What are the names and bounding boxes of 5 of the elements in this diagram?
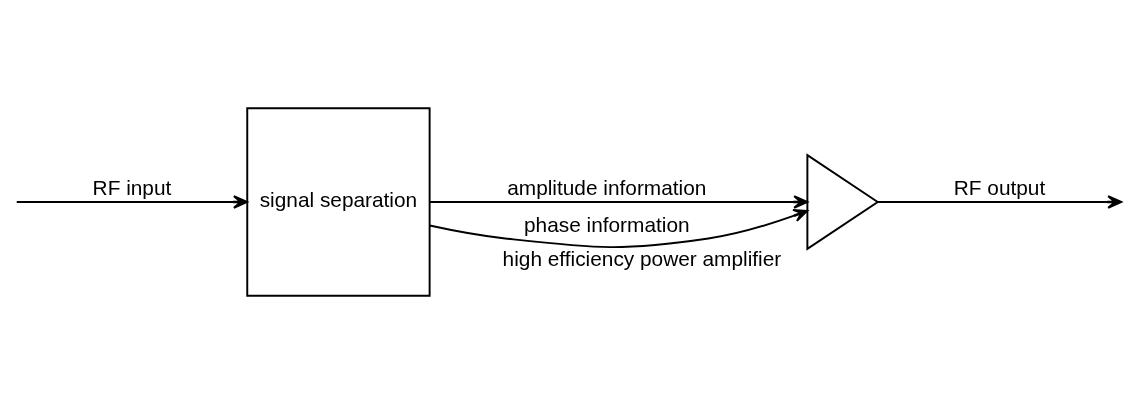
edge-label: phase information [523,212,690,236]
edge-label: amplitude information [507,176,707,200]
edge-label: RF input [92,176,172,200]
node-label: high efficiency power amplifier [502,246,782,270]
edge-label: RF output [953,176,1046,200]
